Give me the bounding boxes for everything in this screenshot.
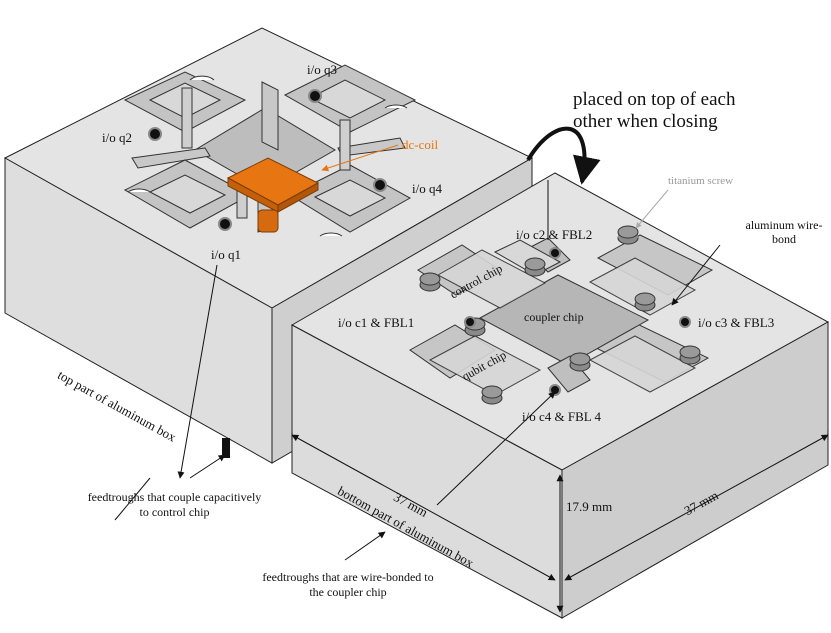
port-q1-label: i/o q1 (211, 247, 241, 262)
port-q4-hole (373, 178, 387, 192)
port-q1-hole (218, 217, 232, 231)
coupler-chip-label: coupler chip (524, 310, 584, 324)
port-c2-hole (549, 247, 561, 259)
control-chip-shape (436, 249, 547, 309)
port-c4-hole (549, 384, 561, 396)
wire-bond-label: aluminum wire-bond (745, 218, 823, 247)
port-q2-label: i/o q2 (102, 130, 132, 145)
screw-leader (635, 189, 669, 229)
port-q3-label: i/o q3 (307, 62, 337, 77)
port-c3-hole (679, 316, 691, 328)
titanium-screws (419, 225, 701, 405)
port-q4-label: i/o q4 (412, 181, 442, 196)
titanium-screw-label: titanium screw (668, 175, 734, 187)
closing-note: placed on top of each other when closing (573, 89, 736, 132)
qubit-chip-shape (428, 335, 542, 396)
bottom-feedthrough-note: feedtroughs that are wire-bonded to the … (262, 570, 434, 599)
port-c3-label: i/o c3 & FBL3 (698, 315, 775, 330)
bottom-cavity (409, 234, 714, 396)
top-ports (148, 89, 387, 231)
port-c2-label: i/o c2 & FBL2 (516, 227, 593, 242)
dc-coil-shape (226, 157, 320, 233)
port-c1-hole (464, 316, 476, 328)
feedthrough-pin (222, 438, 230, 458)
port-c4-label: i/o c4 & FBL 4 (522, 409, 601, 424)
top-feedthrough-note: feedtroughs that couple capacitively to … (87, 490, 262, 519)
dimension-lines (291, 430, 829, 613)
port-q3-hole (308, 89, 322, 103)
dc-coil-leader (321, 144, 399, 172)
dimension-height: 17.9 mm (566, 499, 613, 514)
dc-coil-label: dc-coil (402, 137, 439, 152)
port-q2-hole (148, 127, 162, 141)
port-c1-label: i/o c1 & FBL1 (338, 315, 415, 330)
